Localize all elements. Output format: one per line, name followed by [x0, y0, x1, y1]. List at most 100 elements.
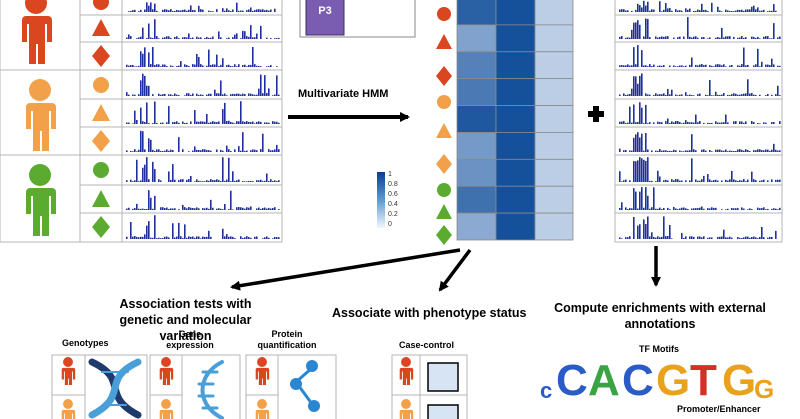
track-peak	[701, 179, 703, 182]
track-peak	[128, 65, 130, 67]
track-peak	[779, 95, 781, 96]
track-peak	[172, 122, 174, 124]
track-peak	[166, 122, 168, 124]
track-peak	[160, 94, 162, 96]
track-peak	[156, 122, 158, 124]
track-peak	[166, 36, 168, 39]
assoc-pheno-label: Associate with phenotype status	[332, 306, 527, 320]
track-peak	[729, 236, 731, 239]
track-peak	[629, 236, 631, 239]
track-peak	[717, 122, 719, 124]
track-peak	[132, 64, 134, 67]
track-peak	[751, 171, 753, 182]
track-peak	[755, 150, 757, 152]
track-peak	[136, 236, 138, 239]
track-peak	[749, 208, 751, 210]
track-peak	[763, 207, 765, 210]
track-peak	[717, 94, 719, 96]
track-peak	[126, 37, 128, 39]
track-peak	[236, 180, 238, 182]
track-peak	[240, 207, 242, 210]
heatmap-cell	[495, 0, 536, 26]
track-peak	[262, 133, 264, 152]
track-peak	[136, 119, 138, 124]
track-peak	[673, 65, 675, 67]
track-peak	[685, 236, 687, 239]
track-peak	[759, 10, 761, 12]
heatmap-cell	[456, 185, 497, 214]
track-peak	[186, 208, 188, 210]
track-peak	[244, 94, 246, 96]
track-peak	[202, 9, 204, 12]
track-peak	[619, 208, 621, 210]
track-peak	[721, 180, 723, 182]
track-peak	[228, 157, 230, 182]
track-peak	[214, 89, 216, 96]
track-peak	[178, 95, 180, 96]
track-peak	[727, 36, 729, 39]
track-peak	[134, 110, 136, 124]
track-peak	[210, 236, 212, 239]
track-peak	[188, 236, 190, 239]
track-peak	[278, 209, 280, 210]
track-peak	[685, 8, 687, 12]
track-peak	[769, 150, 771, 152]
track-peak	[683, 151, 685, 152]
track-peak	[232, 9, 234, 12]
track-peak	[651, 9, 653, 12]
track-peak	[154, 19, 156, 39]
track-peak	[240, 38, 242, 39]
track-peak	[210, 37, 212, 39]
track-peak	[725, 9, 727, 12]
track-peak	[232, 171, 234, 182]
track-peak	[222, 109, 224, 124]
track-peak	[170, 65, 172, 67]
track-peak	[725, 36, 727, 39]
track-peak	[152, 149, 154, 152]
track-peak	[126, 92, 128, 96]
track-peak	[266, 236, 268, 239]
track-peak	[701, 237, 703, 239]
track-peak	[659, 207, 661, 210]
track-peak	[164, 37, 166, 39]
track-peak	[639, 157, 641, 182]
track-peak	[625, 94, 627, 96]
track-peak	[737, 37, 739, 39]
track-peak	[693, 149, 695, 152]
track-peak	[733, 208, 735, 210]
track-peak	[637, 160, 639, 182]
track-peak	[236, 33, 238, 39]
track-peak	[749, 93, 751, 96]
track-peak	[641, 7, 643, 12]
track-peak	[747, 9, 749, 12]
track-peak	[258, 88, 260, 96]
square-icon	[427, 404, 459, 419]
track-peak	[264, 207, 266, 210]
track-peak	[198, 5, 200, 12]
diamond-icon	[92, 130, 110, 152]
track-peak	[222, 228, 224, 239]
arrow-to-genetic	[230, 248, 461, 291]
track-peak	[743, 208, 745, 210]
track-peak	[685, 150, 687, 152]
track-peak	[184, 9, 186, 12]
track-peak	[132, 208, 134, 210]
track-peak	[635, 191, 637, 210]
track-peak	[705, 9, 707, 12]
colorbar-tick: 1	[388, 171, 392, 178]
track-peak	[226, 121, 228, 124]
track-peak	[144, 209, 146, 210]
track-peak	[148, 123, 150, 124]
track-peak	[152, 161, 154, 182]
colorbar-tick: 0.4	[388, 201, 398, 208]
track-peak	[741, 180, 743, 182]
track-peak	[627, 10, 629, 12]
track-peak	[158, 149, 160, 152]
heatmap-cell	[534, 158, 574, 187]
track-peak	[753, 122, 755, 124]
track-peak	[645, 5, 647, 12]
track-peak	[192, 64, 194, 67]
track-peak	[775, 179, 777, 182]
track-peak	[250, 93, 252, 96]
triangle-icon	[436, 204, 452, 219]
